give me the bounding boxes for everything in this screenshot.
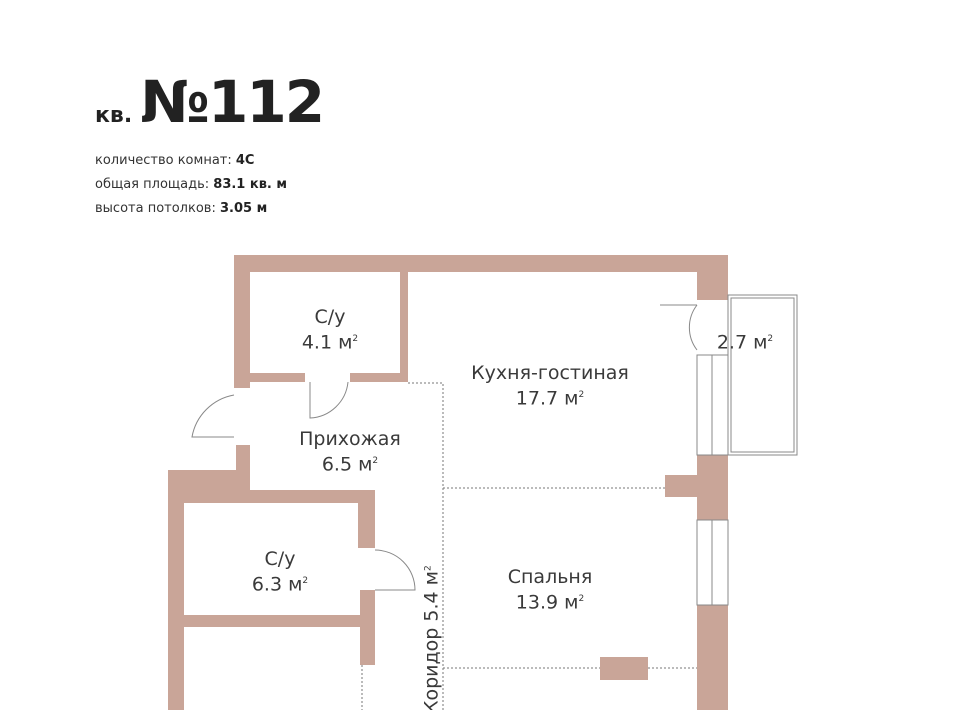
info-rooms: количество комнат: 4С [95, 153, 255, 168]
thin-lines [191, 294, 798, 606]
walls [168, 255, 728, 710]
info-area: общая площадь: 83.1 кв. м [95, 177, 288, 192]
room-corridor: Коридор 5.4 м2 [420, 565, 443, 710]
info-height: высота потолков: 3.05 м [95, 201, 268, 216]
apartment-title: кв. №112 [95, 68, 325, 136]
room-balcony: 2.7 м2 [716, 331, 774, 354]
zone-dividers [361, 382, 697, 710]
apartment-prefix: кв. [95, 103, 133, 128]
apartment-number: №112 [140, 68, 325, 136]
